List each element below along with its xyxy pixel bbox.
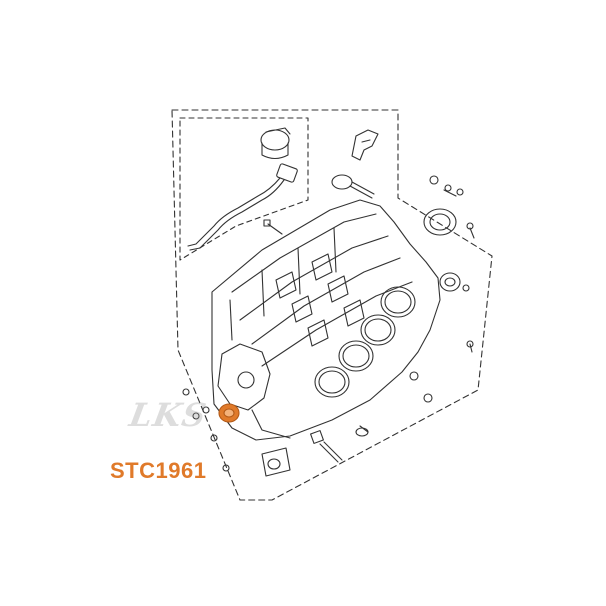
rear-seal-ring xyxy=(423,208,457,236)
long-bolt xyxy=(310,430,343,463)
side-seal-ring xyxy=(439,272,470,292)
front-cover-section xyxy=(217,343,291,439)
cable-clip-part xyxy=(331,174,375,199)
mounting-bolts xyxy=(182,219,474,472)
outer-dashed-boundary xyxy=(171,109,493,501)
cylinder-bores xyxy=(314,286,416,398)
highlighted-part-stc1961 xyxy=(218,403,240,423)
part-number-label: STC1961 xyxy=(110,458,207,483)
small-bolts-top-right xyxy=(429,175,475,239)
bracket-part xyxy=(351,129,379,161)
sensor-inset-dashed-box xyxy=(179,117,309,261)
watermark-text: LKS xyxy=(126,396,210,434)
bottom-bracket xyxy=(261,447,291,477)
engine-block xyxy=(211,199,441,441)
sensor-harness-part xyxy=(187,127,298,251)
